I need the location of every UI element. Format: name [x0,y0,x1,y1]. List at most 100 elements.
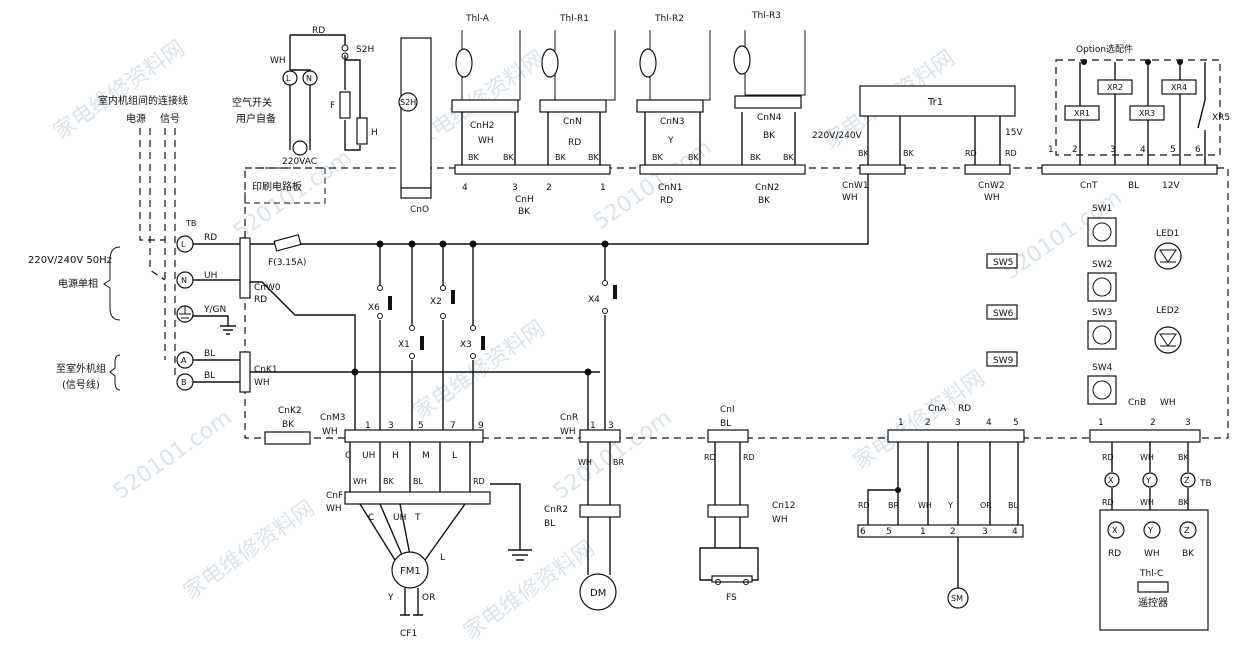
svg-text:WH: WH [1160,398,1176,408]
svg-text:L: L [181,240,186,249]
svg-text:BK: BK [468,153,479,162]
svg-text:RD: RD [204,233,217,243]
svg-text:2: 2 [546,183,552,193]
svg-text:RD: RD [704,453,716,462]
power-label: 电源 [126,112,146,125]
main-bus: F(3.15A) [250,174,869,430]
svg-text:SW6: SW6 [993,309,1014,319]
svg-text:2: 2 [1072,145,1078,155]
svg-text:家电维修资料网: 家电维修资料网 [409,316,550,425]
sw3-dial [1087,320,1117,350]
svg-text:2: 2 [950,527,956,537]
cnr2-connector [579,504,621,518]
cnw1-connector [859,164,906,175]
svg-text:CnW1: CnW1 [842,181,869,191]
led1-icon [1154,242,1182,270]
cable-title: 室内机组间的连接线 [98,94,188,107]
svg-text:BK: BK [652,153,663,162]
pcb-label: 印刷电路板 [252,180,302,193]
svg-text:WH: WH [984,193,1000,203]
svg-text:3: 3 [982,527,988,537]
svg-text:RD: RD [1102,453,1114,462]
svg-text:1: 1 [898,418,904,428]
supply-voltage: 220V/240V 50Hz [28,255,112,266]
svg-text:BR: BR [613,458,624,467]
svg-text:XR3: XR3 [1139,109,1155,118]
svg-text:BK: BK [688,153,699,162]
svg-text:6: 6 [860,527,866,537]
svg-text:CnH2: CnH2 [470,121,494,131]
thermistor-icon [733,45,751,75]
svg-text:DM: DM [590,588,606,599]
svg-text:1: 1 [600,183,606,193]
svg-text:RD: RD [743,453,755,462]
svg-text:BK: BK [518,207,531,217]
power-input: 室内机组间的连接线 电源 信号 TB L N A B RD UH Y/GN BL… [28,94,281,393]
svg-text:CnK2: CnK2 [278,406,302,416]
thermistor-block: Thl-A Thl-R1 Thl-R2 Thl-R3 CnH2 WH CnN R… [451,11,806,217]
svg-text:Y: Y [1145,476,1151,485]
svg-text:SW9: SW9 [993,356,1014,366]
svg-text:1: 1 [1098,418,1104,428]
svg-text:220V/240V: 220V/240V [812,131,863,141]
svg-text:1: 1 [1048,145,1054,155]
svg-text:BK: BK [750,153,761,162]
svg-text:CnN: CnN [563,117,582,127]
svg-text:CnA: CnA [928,404,947,414]
cnh-connector [454,164,611,175]
options-block: Option选配件 XR2 XR4 XR1 XR3 XR5 1 2 3 4 5 … [1041,43,1230,191]
svg-text:RD: RD [1108,549,1121,559]
svg-text:3: 3 [1110,145,1116,155]
svg-text:WH: WH [578,458,592,467]
svg-text:WH: WH [772,515,788,525]
svg-text:CnR2: CnR2 [544,505,568,515]
svg-text:SW5: SW5 [993,258,1013,268]
svg-text:X1: X1 [398,340,410,350]
svg-text:Thl-A: Thl-A [465,14,490,24]
svg-text:5: 5 [1013,418,1019,428]
svg-text:BK: BK [383,477,394,486]
thermistor-icon [639,48,657,78]
svg-text:CnO: CnO [410,205,429,215]
svg-text:CnB: CnB [1128,398,1146,408]
svg-text:Cn12: Cn12 [772,501,795,511]
svg-text:CnN2: CnN2 [755,183,779,193]
svg-text:UH: UH [393,513,406,523]
svg-text:Y/GN: Y/GN [203,305,226,315]
svg-text:SW4: SW4 [1092,363,1113,373]
svg-text:BL: BL [204,349,215,359]
svg-text:CnT: CnT [1080,181,1098,191]
svg-text:空气开关: 空气开关 [232,96,272,109]
svg-text:CF1: CF1 [400,629,417,639]
svg-text:Y: Y [387,593,394,603]
svg-text:3: 3 [955,418,961,428]
svg-text:F: F [330,101,335,111]
svg-text:X4: X4 [588,295,600,305]
svg-text:9: 9 [478,421,484,431]
to-outdoor: 至室外机组 [56,362,106,375]
thermistor-icon [1137,581,1169,593]
sw4-dial [1087,375,1117,405]
svg-text:1: 1 [365,421,371,431]
svg-text:OR: OR [422,593,435,603]
svg-text:WH: WH [1144,549,1160,559]
sw6-button [986,304,1018,320]
svg-text:WH: WH [1140,498,1154,507]
cnn-connector [639,164,806,175]
svg-text:Tr1: Tr1 [927,97,943,108]
svg-text:WH: WH [254,378,270,388]
svg-text:X3: X3 [460,340,472,350]
svg-text:S2H: S2H [400,98,416,107]
svg-text:SM: SM [951,594,963,603]
svg-text:B: B [181,378,187,387]
cnw2-connector [964,164,1011,175]
cnk1-connector [239,351,251,393]
svg-text:BK: BK [588,153,599,162]
svg-text:BR: BR [888,501,899,510]
svg-text:家电维修资料网: 家电维修资料网 [459,536,600,645]
svg-text:BL: BL [1008,501,1018,510]
drain-motor-icon [579,573,617,611]
svg-text:CnN1: CnN1 [658,183,682,193]
